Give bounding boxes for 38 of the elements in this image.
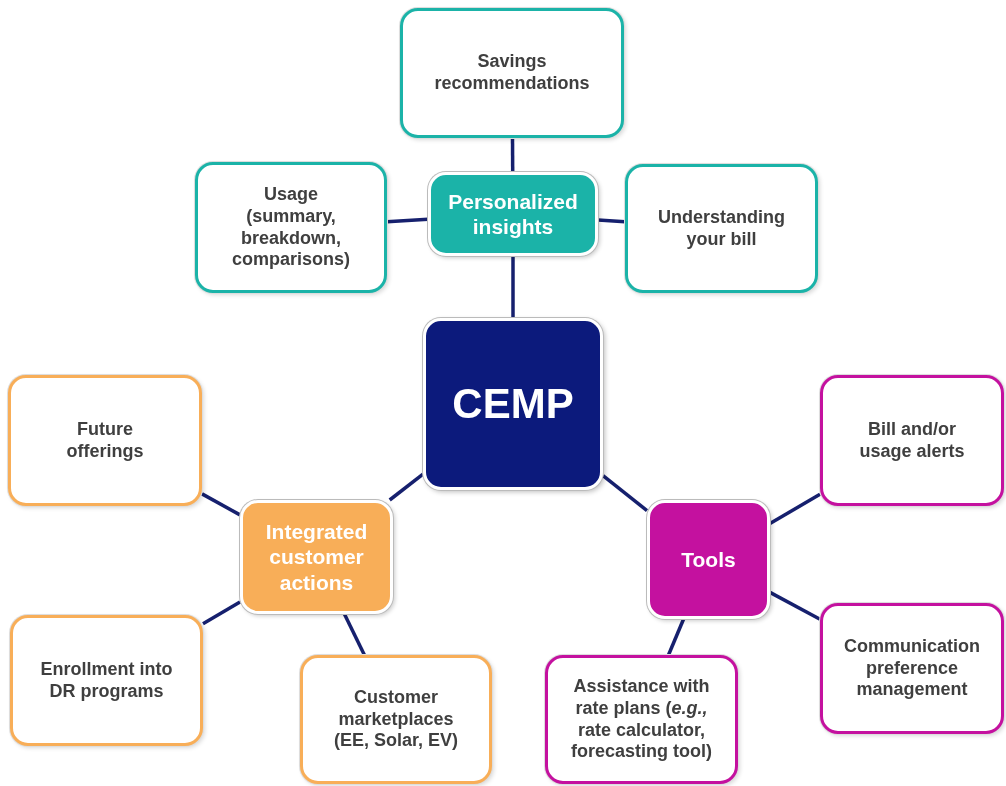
connector-line [342,613,366,656]
topic-text: Communication preference management [843,636,981,701]
topic-box [820,603,1004,734]
category-title: Tools [680,546,737,573]
topic-box [625,164,818,293]
connector-line [769,492,821,525]
topic-text: Understanding your bill [657,206,786,251]
connector-line [511,256,515,318]
topic-box [195,162,387,293]
category-title: Integrated customer actions [264,519,369,595]
category-box [240,500,393,614]
topic-box [545,655,738,784]
connector-line [769,590,821,621]
connector-line [601,474,649,512]
topic-box [300,655,492,784]
topic-text: Usage (summary, breakdown, comparisons) [231,184,351,271]
topic-box [10,615,203,746]
connector-line [201,492,241,517]
topic-text: Assistance with rate plans (e.g., rate calculator, forecasting tool) [570,676,713,763]
hub-title: CEMP [451,378,575,429]
topic-text: Customer marketplaces (EE, Solar, EV) [332,687,459,752]
topic-text: Bill and/or usage alerts [858,418,966,463]
category-box [647,500,770,619]
connector-line [386,217,429,224]
connector-line [202,600,241,626]
topic-text: Savings recommendations [433,51,591,95]
hub-box [423,318,603,490]
connector-line [597,218,626,224]
topic-box [820,375,1004,506]
topic-text: Future offerings [65,418,145,463]
category-box [428,172,598,256]
connector-line [510,138,515,172]
topic-box [8,375,202,506]
topic-box [400,8,624,138]
category-title: Personalized insights [447,188,579,240]
connector-line [388,472,425,502]
connector-line [666,618,686,656]
topic-text: Enrollment into DR programs [39,658,174,703]
